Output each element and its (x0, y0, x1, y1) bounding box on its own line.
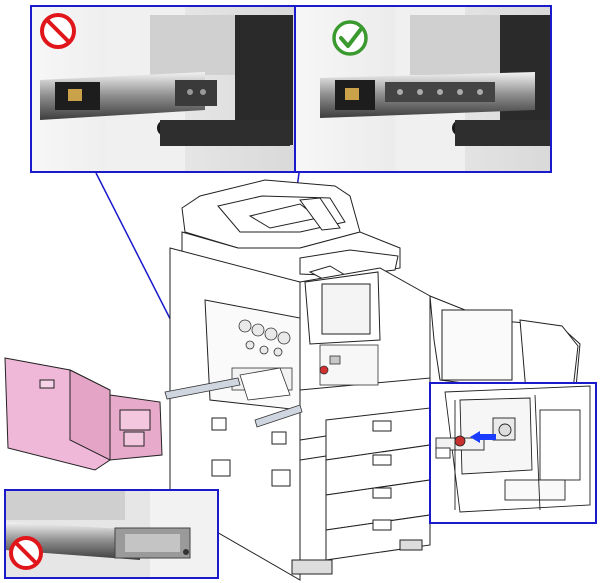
photo-bottom-left-incorrect (4, 489, 219, 579)
removed-duplex-unit (4, 357, 163, 471)
photo-top-right-correct (294, 5, 552, 173)
printer-body (169, 179, 581, 581)
photo-top-left-incorrect (30, 5, 296, 173)
extended-rails (164, 367, 303, 428)
arrow-left-icon (470, 431, 496, 443)
checkmark-icon (332, 20, 368, 56)
detail-bottom-right (429, 382, 597, 524)
rail-lower (254, 404, 303, 428)
prohibition-icon (9, 536, 43, 570)
rail-upper (164, 377, 241, 400)
prohibition-icon (40, 13, 76, 49)
